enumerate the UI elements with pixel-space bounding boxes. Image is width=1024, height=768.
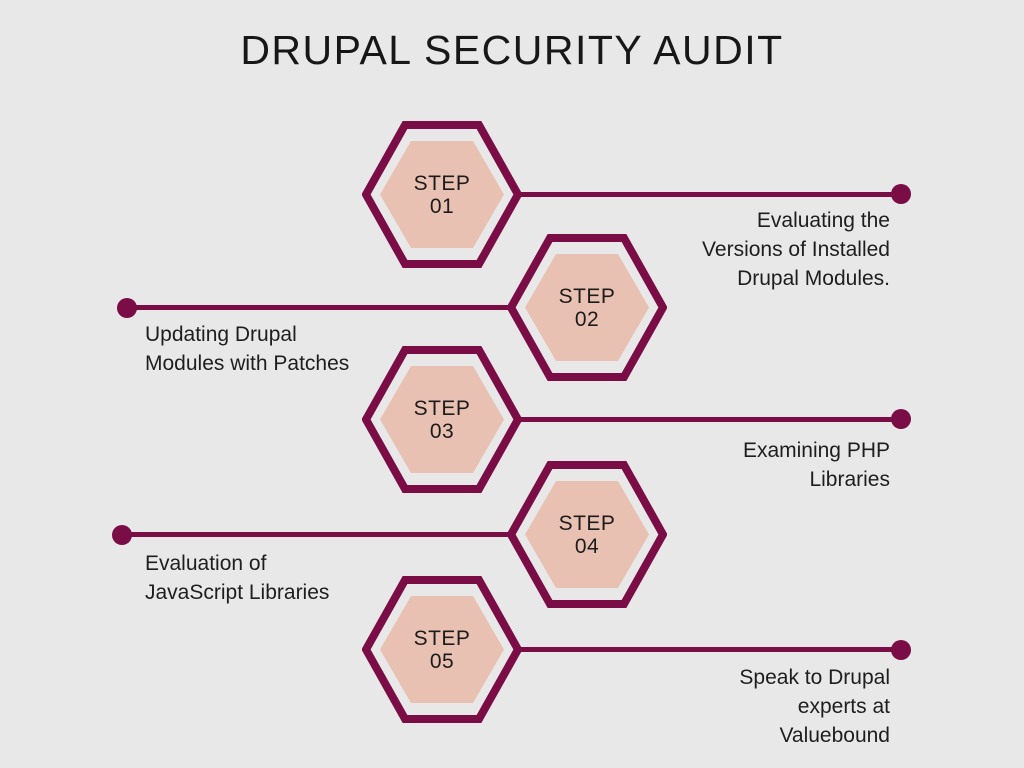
step-4-description: Evaluation of JavaScript Libraries <box>145 552 330 604</box>
step-3-hexagon: STEP 03 <box>362 346 522 493</box>
step-2-label: STEP 02 <box>558 284 616 331</box>
connector-dot-step-2 <box>117 298 137 318</box>
step-3-label: STEP 03 <box>413 396 471 443</box>
connector-line-step-5 <box>514 647 902 652</box>
step-5-description: Speak to Drupal experts at Valuebound <box>739 666 890 747</box>
step-5-hexagon: STEP 05 <box>362 576 522 723</box>
step-1-description: Evaluating the Versions of Installed Dru… <box>702 209 890 290</box>
step-4-hexagon: STEP 04 <box>507 461 667 608</box>
connector-dot-step-5 <box>891 640 911 660</box>
connector-line-step-1 <box>514 192 902 197</box>
step-2-hexagon: STEP 02 <box>507 234 667 381</box>
step-5-label: STEP 05 <box>413 626 471 673</box>
hexagon-icon <box>507 461 667 608</box>
connector-line-step-4 <box>124 532 510 537</box>
connector-dot-step-3 <box>891 409 911 429</box>
page-title: DRUPAL SECURITY AUDIT <box>240 27 784 73</box>
step-1-hexagon: STEP 01 <box>362 121 522 268</box>
hexagon-icon <box>362 346 522 493</box>
step-4-label: STEP 04 <box>558 511 616 558</box>
step-3-description: Examining PHP Libraries <box>742 439 890 491</box>
connector-line-step-2 <box>124 305 510 310</box>
step-1-label: STEP 01 <box>413 171 471 218</box>
hexagon-icon <box>362 576 522 723</box>
step-2-description: Updating Drupal Modules with Patches <box>145 323 350 375</box>
connector-dot-step-4 <box>112 525 132 545</box>
connector-line-step-3 <box>514 417 902 422</box>
hexagon-icon <box>507 234 667 381</box>
hexagon-icon <box>362 121 522 268</box>
connector-dot-step-1 <box>891 184 911 204</box>
